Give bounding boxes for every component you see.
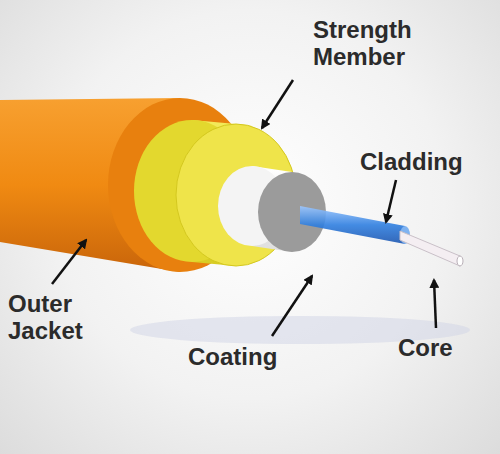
part-label: Cladding (360, 148, 463, 175)
part-label: Outer Jacket (8, 290, 96, 344)
part-label: Strength Member (313, 16, 425, 70)
leader-arrow (386, 180, 396, 222)
leader-arrow (52, 240, 86, 284)
part-label: Coating (188, 343, 277, 370)
leader-arrow (272, 276, 312, 336)
core-fiber (400, 231, 460, 266)
part-label: Core (398, 334, 453, 361)
leader-arrow (262, 80, 293, 128)
core-end (457, 256, 463, 266)
leader-arrow (434, 280, 436, 328)
